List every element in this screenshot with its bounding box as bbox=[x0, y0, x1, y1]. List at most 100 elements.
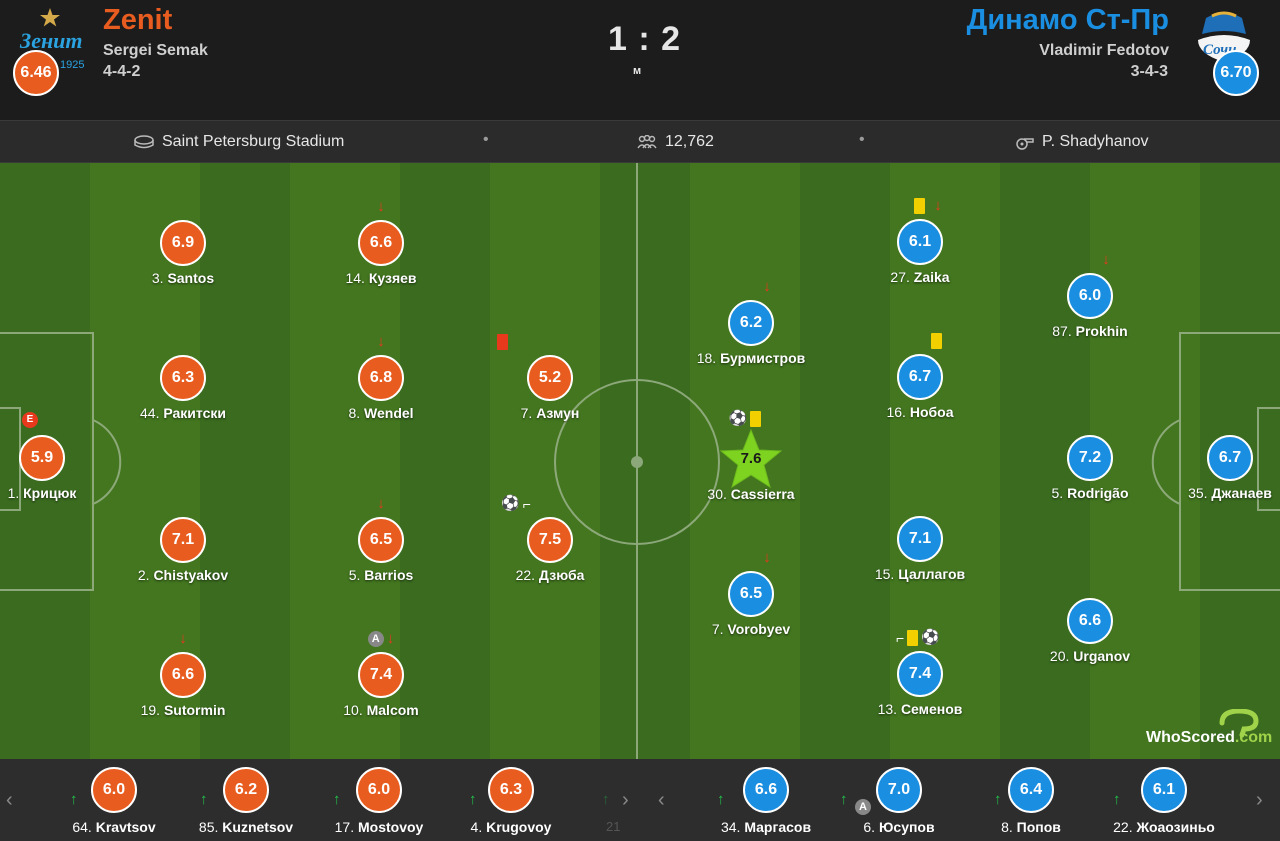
subbed-off-icon: ↓ bbox=[377, 198, 385, 215]
home-player-22[interactable]: ⚽⌐ 7.5 22. Дзюба bbox=[480, 496, 620, 584]
match-header: Зенит 1925 6.46 Zenit Sergei Semak 4-4-2… bbox=[0, 0, 1280, 120]
error-badge: E bbox=[22, 412, 38, 428]
player-rating: 7.4 bbox=[358, 652, 404, 698]
player-name: 18. Бурмистров bbox=[696, 350, 806, 366]
away-coach: Vladimir Fedotov bbox=[1039, 42, 1169, 59]
home-player-8[interactable]: ↓ 6.8 8. Wendel bbox=[311, 334, 451, 422]
away-player-18[interactable]: ↓ 6.2 18. Бурмистров bbox=[681, 279, 821, 367]
player-rating: 7.5 bbox=[527, 517, 573, 563]
away-formation: 3-4-3 bbox=[1130, 63, 1168, 80]
star-icon bbox=[719, 428, 783, 489]
home-player-3[interactable]: 6.9 3. Santos bbox=[113, 220, 253, 286]
home-sub-85[interactable]: 6.2 85. Kuznetsov bbox=[191, 767, 301, 835]
home-subs-prev-button[interactable]: ‹ bbox=[6, 789, 13, 811]
away-player-35[interactable]: 6.7 35. Джанаев bbox=[1160, 435, 1280, 501]
player-rating: 6.4 bbox=[1008, 767, 1054, 813]
player-name: 30. Cassierra bbox=[707, 486, 795, 502]
home-player-14[interactable]: ↓ 6.6 14. Кузяев bbox=[311, 199, 451, 287]
player-events: ↓ bbox=[113, 630, 253, 648]
away-player-27[interactable]: ↓ 6.1 27. Zaika bbox=[850, 198, 990, 286]
goal-icon: ⚽ bbox=[501, 495, 520, 512]
captain-badge: A bbox=[367, 631, 384, 647]
player-rating: 6.1 bbox=[1141, 767, 1187, 813]
player-name: 15. Цаллагов bbox=[874, 566, 966, 582]
player-name: 2. Chistyakov bbox=[137, 567, 229, 583]
player-name: 34. Маргасов bbox=[720, 819, 812, 835]
home-sub-17[interactable]: 6.0 17. Mostovoy bbox=[324, 767, 434, 835]
home-player-19[interactable]: ↓ 6.6 19. Sutormin bbox=[113, 631, 253, 719]
player-name: 20. Urganov bbox=[1049, 648, 1131, 664]
home-player-44[interactable]: 6.3 44. Ракитски bbox=[113, 355, 253, 421]
player-name: 16. Нобоа bbox=[886, 404, 954, 420]
away-sub-22[interactable]: 6.1 22. Жоаозиньо bbox=[1109, 767, 1219, 835]
subbed-on-icon: ↑ bbox=[717, 791, 725, 808]
home-sub-4[interactable]: 6.3 4. Krugovoy bbox=[456, 767, 566, 835]
away-player-20[interactable]: 6.6 20. Urganov bbox=[1020, 598, 1160, 664]
home-player-10[interactable]: A↓ 7.4 10. Malcom bbox=[311, 631, 451, 719]
away-player-7[interactable]: ↓ 6.5 7. Vorobyev bbox=[681, 550, 821, 638]
player-events: ↓ bbox=[311, 333, 451, 351]
player-rating: 6.2 bbox=[223, 767, 269, 813]
subbed-off-icon: ↓ bbox=[377, 333, 385, 350]
player-name: 27. Zaika bbox=[890, 269, 950, 285]
player-rating: 6.7 bbox=[897, 354, 943, 400]
player-rating: 6.6 bbox=[160, 652, 206, 698]
yellow-card-icon bbox=[907, 630, 919, 646]
player-events: ⚽⌐ bbox=[446, 495, 586, 513]
away-player-13[interactable]: ⌐⚽ 7.4 13. Семенов bbox=[850, 630, 990, 718]
away-sub-34[interactable]: 6.6 34. Маргасов bbox=[711, 767, 821, 835]
player-events: ↓ bbox=[1036, 251, 1176, 269]
man-of-match-star: 7.6 bbox=[718, 428, 784, 490]
hidden-sub-number: 21 bbox=[606, 819, 621, 834]
player-events: ↓ bbox=[697, 549, 837, 567]
subbed-off-icon: ↓ bbox=[377, 495, 385, 512]
match-score: 1 : 2 bbox=[608, 20, 682, 58]
player-rating: 7.1 bbox=[897, 516, 943, 562]
goal-icon: ⚽ bbox=[921, 629, 940, 646]
player-rating: 6.8 bbox=[358, 355, 404, 401]
pitch-markings bbox=[0, 163, 1280, 759]
away-team-name[interactable]: Динамо Ст-Пр bbox=[966, 4, 1169, 36]
away-team-rating: 6.70 bbox=[1213, 50, 1259, 96]
away-sub-6[interactable]: 7.0 6. Юсупов bbox=[844, 767, 954, 835]
player-events: A↓ bbox=[311, 630, 451, 648]
player-name: 10. Malcom bbox=[343, 702, 419, 718]
player-name: 5. Barrios bbox=[348, 567, 414, 583]
goal-icon: ⚽ bbox=[728, 410, 748, 427]
player-name: 22. Дзюба bbox=[515, 567, 585, 583]
separator-dot: • bbox=[483, 131, 489, 148]
home-player-7[interactable]: 5.2 7. Азмун bbox=[480, 334, 620, 421]
player-rating: 7.1 bbox=[160, 517, 206, 563]
separator-dot: • bbox=[859, 131, 865, 148]
home-player-1[interactable]: E 5.9 1. Крицюк bbox=[0, 412, 112, 501]
player-name: 17. Mostovoy bbox=[334, 819, 424, 835]
away-player-16[interactable]: 6.7 16. Нобоа bbox=[850, 333, 990, 420]
substitutes-bar: ‹ ↑ 6.0 64. Kravtsov ↑ 6.2 85. Kuznetsov… bbox=[0, 759, 1280, 841]
away-subs-prev-button[interactable]: ‹ bbox=[658, 789, 665, 811]
home-team-rating: 6.46 bbox=[13, 50, 59, 96]
player-events: ⌐⚽ bbox=[848, 629, 988, 647]
attendance: 12,762 bbox=[637, 133, 714, 151]
home-player-5[interactable]: ↓ 6.5 5. Barrios bbox=[311, 496, 451, 584]
assist-icon: ⌐ bbox=[896, 630, 905, 646]
venue: Saint Petersburg Stadium bbox=[134, 133, 344, 151]
away-sub-8[interactable]: 6.4 8. Попов bbox=[976, 767, 1086, 835]
home-sub-64[interactable]: 6.0 64. Kravtsov bbox=[59, 767, 169, 835]
whoscored-logo-icon bbox=[1219, 709, 1259, 738]
home-team-name[interactable]: Zenit bbox=[103, 4, 173, 36]
away-player-15[interactable]: 7.1 15. Цаллагов bbox=[850, 516, 990, 582]
away-player-5[interactable]: 7.2 5. Rodrigão bbox=[1020, 435, 1160, 501]
player-name: 13. Семенов bbox=[877, 701, 963, 717]
subbed-off-icon: ↓ bbox=[934, 197, 942, 214]
logo-year: 1925 bbox=[60, 59, 84, 71]
player-name: 22. Жоаозиньо bbox=[1113, 819, 1215, 835]
away-player-30-man-of-match[interactable]: ⚽ 7.6 30. Cassierra bbox=[681, 411, 821, 503]
home-subs-next-button[interactable]: › bbox=[622, 789, 629, 811]
away-player-87[interactable]: ↓ 6.0 87. Prokhin bbox=[1020, 252, 1160, 340]
player-rating: 6.2 bbox=[728, 300, 774, 346]
away-subs-next-button[interactable]: › bbox=[1256, 789, 1263, 811]
player-rating: 6.7 bbox=[1207, 435, 1253, 481]
player-events bbox=[866, 332, 1006, 350]
home-player-2[interactable]: 7.1 2. Chistyakov bbox=[113, 517, 253, 583]
player-rating: 6.0 bbox=[1067, 273, 1113, 319]
